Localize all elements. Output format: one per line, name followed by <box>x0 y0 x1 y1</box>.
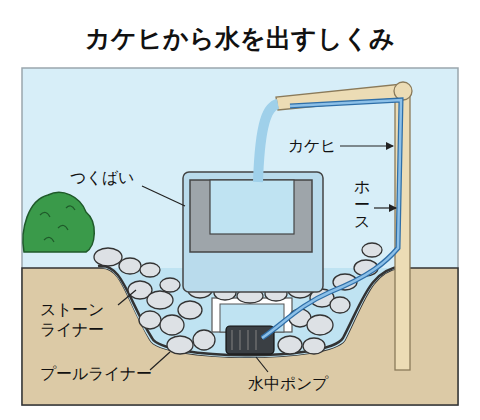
part-label: つくばい <box>70 168 134 188</box>
part-label: カケヒ <box>288 136 336 156</box>
part-label: ストーン ライナー <box>40 300 120 340</box>
part-label: 水中ポンプ <box>248 374 328 394</box>
diagram-title: カケヒから水を出すしくみ <box>0 22 480 55</box>
part-label: ホース <box>354 178 370 231</box>
part-label: プールライナー <box>40 364 152 384</box>
